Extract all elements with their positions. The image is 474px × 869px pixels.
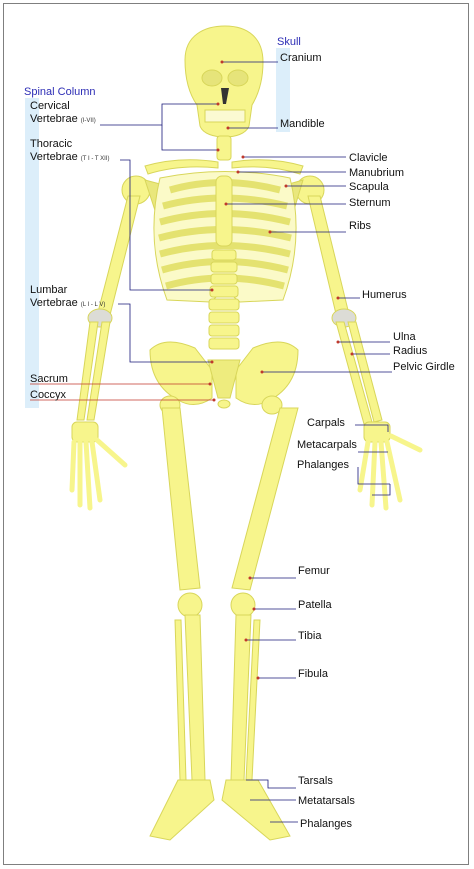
coccyx-label: Coccyx: [30, 389, 67, 401]
lumbar-range: (L I - L V): [80, 302, 106, 308]
fibula-label: Fibula: [298, 668, 328, 680]
skeleton: [69, 25, 423, 841]
femur-bone: [161, 407, 201, 591]
manubrium-label: Manubrium: [349, 167, 405, 179]
diagram-frame: [3, 3, 469, 865]
thoracic-label-line2: Vertebrae (T I - T XII): [30, 151, 110, 163]
right-hand: [357, 421, 423, 511]
thoracic-range: (T I - T XII): [80, 156, 110, 162]
tarsals-label: Tarsals: [298, 775, 333, 787]
clavicle-label: Clavicle: [349, 152, 388, 164]
cervical-label-line2: Vertebrae (I-VII): [30, 113, 96, 125]
patella-bone: [177, 592, 203, 618]
spine: [208, 249, 240, 350]
lumbar-label-line1: Lumbar: [30, 284, 68, 296]
left-hand: [69, 421, 128, 511]
thoracic-label-line1: Thoracic: [30, 138, 73, 150]
mandible-label: Mandible: [280, 118, 325, 130]
tibia-label: Tibia: [298, 630, 322, 642]
clavicle-bone: [144, 159, 219, 175]
scapula-label: Scapula: [349, 181, 389, 193]
right-foot: [221, 779, 291, 841]
fibula-bone: [174, 619, 187, 781]
phalanges-hand-label: Phalanges: [297, 459, 349, 471]
cervical-vertebrae-bone: [216, 135, 232, 161]
metatarsals-label: Metatarsals: [298, 795, 355, 807]
spinal-column-group-bar: [25, 98, 39, 408]
sternum-label: Sternum: [349, 197, 391, 209]
ulna-label: Ulna: [393, 331, 416, 343]
leader-lines: [100, 61, 392, 823]
carpals-label: Carpals: [307, 417, 345, 429]
skull-group-label: Skull: [277, 36, 301, 48]
patella-label: Patella: [298, 599, 332, 611]
sacrum-bone: [207, 359, 241, 399]
radius-label: Radius: [393, 345, 428, 357]
lumbar-label-line2: Vertebrae (L I - L V): [30, 297, 106, 309]
skull-group-bar: [276, 48, 290, 132]
ulna-bone: [76, 321, 99, 421]
pelvic-girdle-bone: [149, 341, 213, 405]
cervical-label-line1: Cervical: [30, 100, 70, 112]
skull-bone: [184, 25, 264, 138]
femur-label: Femur: [298, 565, 330, 577]
cervical-range: (I-VII): [80, 118, 96, 124]
ribs-label: Ribs: [349, 220, 372, 232]
tibia-bone: [184, 614, 206, 781]
phalanges-foot-label: Phalanges: [300, 818, 352, 830]
left-foot: [149, 779, 215, 841]
pelvic-girdle-label: Pelvic Girdle: [393, 361, 455, 373]
metacarpals-label: Metacarpals: [297, 439, 357, 451]
cranium-label: Cranium: [280, 52, 322, 64]
sternum-bone: [215, 175, 233, 247]
pointer-dots: [208, 60, 354, 680]
sacrum-label: Sacrum: [30, 373, 68, 385]
spinal-column-group-label: Spinal Column: [24, 86, 96, 98]
humerus-label: Humerus: [362, 289, 407, 301]
